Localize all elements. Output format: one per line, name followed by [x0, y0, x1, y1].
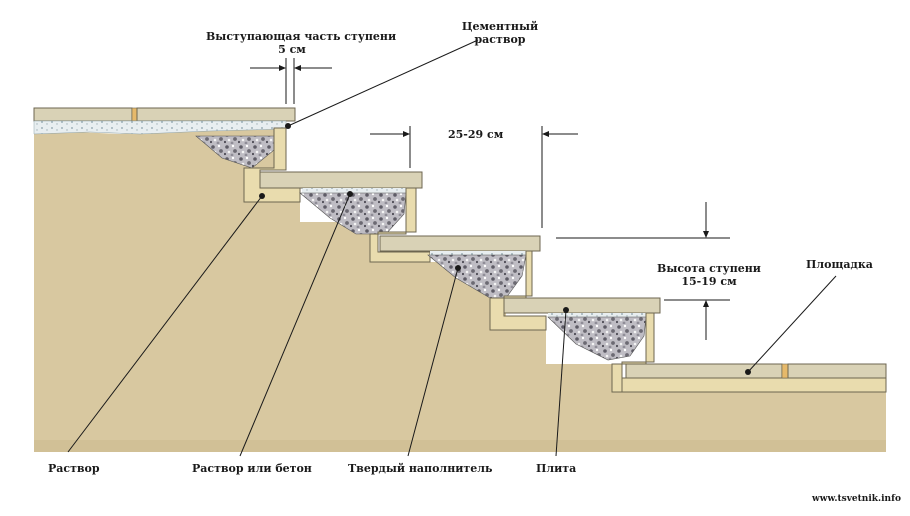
step-2-cement	[430, 251, 526, 255]
step-height-line-1: Высота ступени	[657, 262, 761, 275]
leader-slab	[555, 309, 567, 457]
bottom-slab-left	[625, 363, 783, 379]
bottom-mortar-bed	[621, 377, 887, 393]
platform-label: Площадка	[806, 258, 873, 271]
cement-line-1: Цементный	[461, 20, 539, 33]
leader-cement	[287, 39, 479, 127]
top-cement-bed	[33, 120, 287, 135]
bottom-slab-joint	[781, 363, 789, 379]
bottom-slab-right	[787, 363, 887, 379]
step-1-slab	[259, 171, 423, 189]
top-slab-right	[136, 107, 296, 122]
leader-mortar-concrete	[239, 193, 351, 457]
cement-line-2: раствор	[474, 33, 526, 46]
step-3-slab	[503, 297, 661, 314]
cement-label: Цементный раствор	[460, 20, 540, 46]
step-height-line-2: 15-19 см	[681, 275, 737, 288]
step-2-slab	[379, 235, 541, 252]
step-1-cement	[302, 188, 406, 193]
watermark: www.tsvetnik.info	[812, 494, 901, 504]
leader-hard-filler	[407, 267, 459, 457]
step-3-cement	[548, 313, 646, 317]
gravel-pocket-1	[195, 135, 275, 169]
mortar-label: Раствор	[48, 462, 100, 475]
overhang-value: 5 см	[278, 43, 306, 56]
soil-ground	[34, 128, 886, 452]
tread-depth-label: 25-29 см	[448, 128, 504, 141]
soil-shade	[34, 440, 886, 452]
leader-platform	[747, 275, 837, 373]
overhang-label: Выступающая часть ступени 5 см	[206, 30, 397, 56]
leader-mortar	[67, 195, 263, 453]
slab-label: Плита	[536, 462, 577, 475]
hard-filler-label: Твердый наполнитель	[348, 462, 493, 475]
mortar-or-concrete-label: Раствор или бетон	[192, 462, 312, 475]
step-height-label: Высота ступени 15-19 см	[650, 262, 768, 288]
top-slab-joint	[131, 107, 138, 122]
top-slab-left	[33, 107, 133, 122]
overhang-title: Выступающая часть ступени	[206, 30, 397, 43]
